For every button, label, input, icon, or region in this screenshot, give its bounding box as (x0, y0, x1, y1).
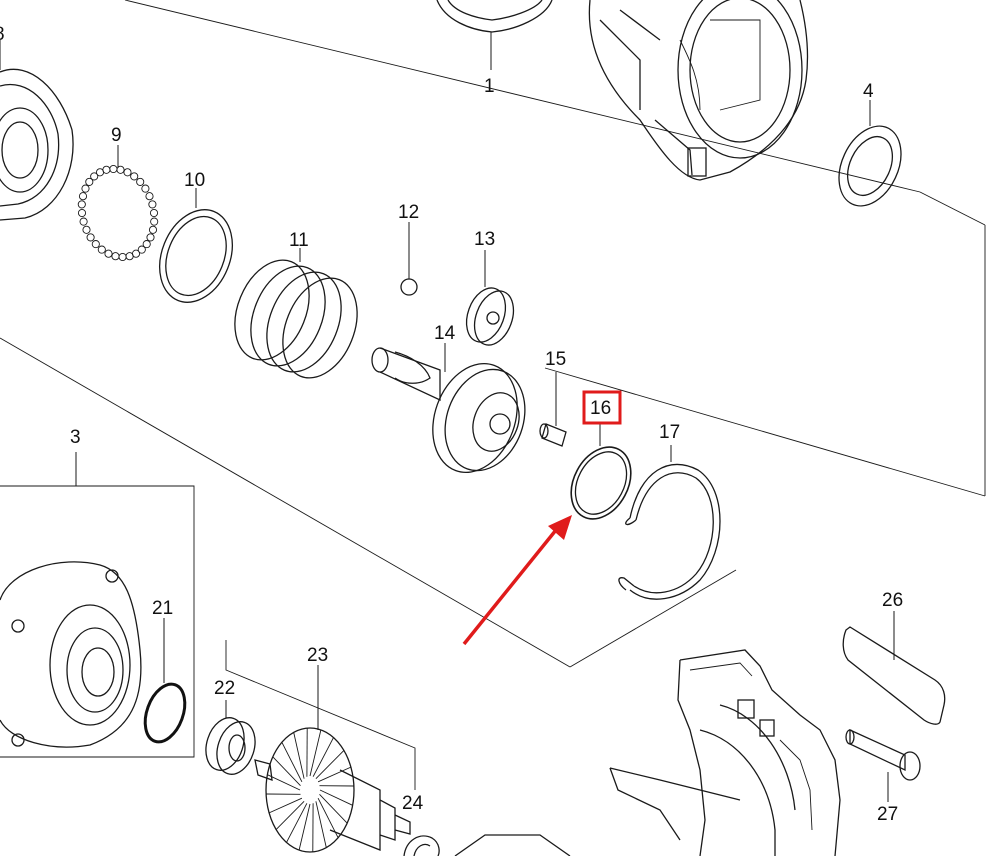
fan-blade (319, 789, 353, 806)
label-part-16: 16 (590, 398, 611, 419)
label-part-11: 11 (289, 230, 309, 251)
ball (118, 252, 127, 262)
part-27-screw (845, 728, 921, 802)
ball (142, 240, 151, 249)
label-part-3: 3 (70, 427, 81, 448)
part-1-housing-fragment (436, 0, 553, 70)
part-15-pin (539, 372, 567, 447)
gear-housing-top (588, 0, 809, 181)
part-8-bearing-cover (0, 40, 74, 221)
fan-blade (317, 797, 339, 838)
part-21-o-ring (143, 618, 187, 744)
ball (82, 225, 91, 234)
part-22-bearing (205, 717, 256, 775)
motor-housing-bottom-right (609, 649, 841, 856)
fan-blade (317, 766, 352, 783)
ball (141, 184, 150, 193)
fan-blade (286, 803, 308, 843)
part-3-group-box (0, 452, 195, 758)
ball (116, 165, 125, 174)
ball (150, 217, 159, 226)
label-part-17: 17 (659, 422, 680, 443)
ball (79, 217, 88, 226)
part-16-ring (570, 422, 632, 520)
part-labels: 8 1 4 9 10 12 11 13 14 15 16 17 3 26 21 … (0, 24, 903, 825)
label-part-1: 1 (484, 76, 495, 97)
fan-blade (272, 756, 301, 787)
ball (149, 208, 159, 218)
fan-blade (315, 750, 345, 780)
label-part-4: 4 (863, 81, 874, 102)
label-part-14: 14 (434, 323, 456, 344)
label-part-15: 15 (545, 349, 566, 370)
ball (111, 252, 120, 261)
ball (77, 200, 86, 209)
ball (130, 172, 139, 181)
part-12-steel-ball (400, 222, 418, 296)
fan-blade (268, 797, 303, 814)
fan-blade (281, 742, 303, 783)
ball (97, 245, 106, 254)
fan-blade (312, 737, 334, 777)
label-part-26: 26 (882, 590, 903, 611)
label-part-13: 13 (474, 229, 495, 250)
label-part-23: 23 (307, 645, 328, 666)
ball (125, 252, 134, 261)
ball (123, 168, 132, 177)
ball (102, 165, 111, 174)
part-11-spring (234, 248, 358, 379)
part-26-plate (842, 611, 946, 725)
part-13-small-bearing (465, 250, 515, 346)
motor-housing-fragment (454, 834, 571, 856)
part-23-armature-body (254, 759, 411, 851)
label-part-24: 24 (402, 793, 424, 814)
ball (86, 233, 95, 242)
fan-blade (319, 793, 348, 824)
ball (137, 245, 146, 254)
fan-blade (267, 774, 301, 791)
label-part-8: 8 (0, 24, 5, 45)
ball (148, 225, 158, 234)
fan-blade (293, 732, 305, 779)
ball (104, 249, 113, 258)
fan-blade (315, 801, 327, 848)
ball (146, 233, 155, 242)
rotor-group-lines (225, 640, 416, 790)
part-14-spindle (371, 343, 526, 474)
ball (91, 240, 100, 249)
assembly-frame-lines (0, 0, 986, 668)
fan-blade (298, 803, 311, 851)
label-part-10: 10 (184, 170, 205, 191)
highlight-box (582, 390, 622, 425)
label-part-21: 21 (152, 598, 173, 619)
ball (85, 177, 94, 186)
ball (136, 177, 145, 186)
part-10-flat-ring (159, 188, 233, 303)
part-4-washer (838, 100, 902, 207)
ball (81, 184, 90, 193)
part-17-retaining-ring (618, 445, 721, 600)
ball (78, 192, 88, 201)
label-part-12: 12 (398, 202, 419, 223)
fan-rim (265, 727, 355, 853)
fan-blade (309, 729, 322, 777)
ball (145, 192, 154, 201)
label-part-27: 27 (877, 804, 898, 825)
red-arrow-icon (462, 515, 572, 646)
label-part-9: 9 (111, 125, 122, 146)
fan-blade (275, 800, 305, 830)
ball (148, 200, 157, 209)
ball (109, 164, 118, 174)
label-part-22: 22 (214, 678, 235, 699)
part-24-bearing (403, 835, 440, 856)
part-23-armature (265, 727, 355, 853)
part-9-ball-ring (77, 164, 159, 262)
ball (90, 172, 99, 181)
ball (77, 208, 87, 218)
